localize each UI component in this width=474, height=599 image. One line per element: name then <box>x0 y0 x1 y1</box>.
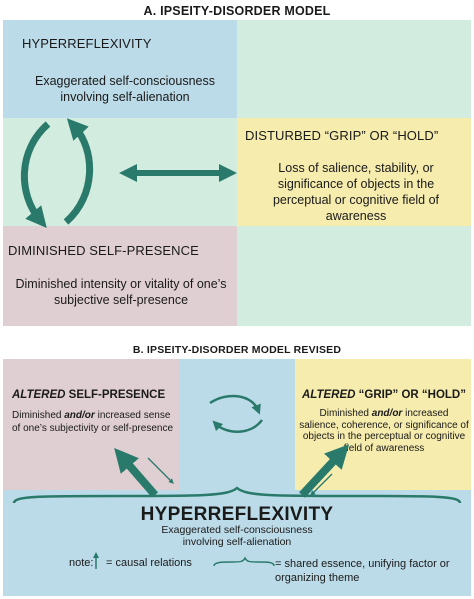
cycle-arrow-bottom-b <box>212 419 263 433</box>
altered-grip-desc-pre: Diminished <box>319 408 372 419</box>
altered-presence-heading-italic: ALTERED <box>12 389 66 401</box>
presence-a-heading: DIMINISHED SELF-PRESENCE <box>8 243 199 258</box>
thin-arrow-left-b <box>147 457 174 484</box>
hyper-b-desc: Exaggerated self-consciousness involving… <box>161 524 313 548</box>
note-causal-text: = causal relations <box>106 557 192 569</box>
altered-grip-heading-italic: ALTERED <box>302 389 356 401</box>
hyper-a-desc: Exaggerated self-consciousness involving… <box>35 74 215 104</box>
cycle-arrow-left-a <box>20 121 51 229</box>
thin-arrow-right-b <box>310 473 333 496</box>
cycle-arrow-right-a <box>63 118 94 225</box>
altered-presence-heading: ALTERED SELF-PRESENCE <box>12 389 165 401</box>
presence-a-desc: Diminished intensity or vitality of one’… <box>15 277 227 307</box>
altered-presence-desc: Diminished and/or increased sense of one… <box>12 410 174 435</box>
altered-presence-desc-post: increased sense of one’s subjectivity or… <box>12 410 174 434</box>
altered-grip-heading-rest: “GRIP” OR “HOLD” <box>355 389 466 401</box>
cycle-arrow-top-b <box>209 394 261 415</box>
panel-b-altered-presence <box>3 359 179 490</box>
hyper-a-heading: HYPERREFLEXIVITY <box>22 36 152 51</box>
note-label: note: <box>69 557 94 569</box>
altered-presence-desc-em: and/or <box>64 410 95 421</box>
altered-presence-heading-rest: SELF-PRESENCE <box>65 389 166 401</box>
altered-grip-desc: Diminished and/or increased salience, co… <box>299 408 469 454</box>
grip-a-desc: Loss of salience, stability, or signific… <box>272 161 440 223</box>
altered-grip-heading: ALTERED “GRIP” OR “HOLD” <box>301 389 467 401</box>
note-shared-text: = shared essence, unifying factor or org… <box>275 558 450 584</box>
altered-grip-desc-post: increased salience, coherence, or signif… <box>299 408 469 454</box>
altered-grip-desc-em: and/or <box>371 408 403 419</box>
panel-a-diminished-presence <box>3 226 237 326</box>
big-brace-b <box>12 486 462 504</box>
panel-a-hyperreflexivity <box>3 20 237 118</box>
title-a: A. IPSEITY-DISORDER MODEL <box>143 4 331 18</box>
altered-presence-desc-pre: Diminished <box>12 410 65 421</box>
big-arrow-right-b <box>299 444 350 498</box>
grip-a-heading: DISTURBED “GRIP” OR “HOLD” <box>245 128 439 143</box>
big-arrow-left-b <box>114 447 159 498</box>
title-b: B. IPSEITY-DISORDER MODEL REVISED <box>132 344 342 356</box>
note-brace-icon <box>213 556 275 567</box>
hyper-b-heading: HYPERREFLEXIVITY <box>140 504 334 525</box>
panel-a-disturbed-grip <box>237 118 471 226</box>
